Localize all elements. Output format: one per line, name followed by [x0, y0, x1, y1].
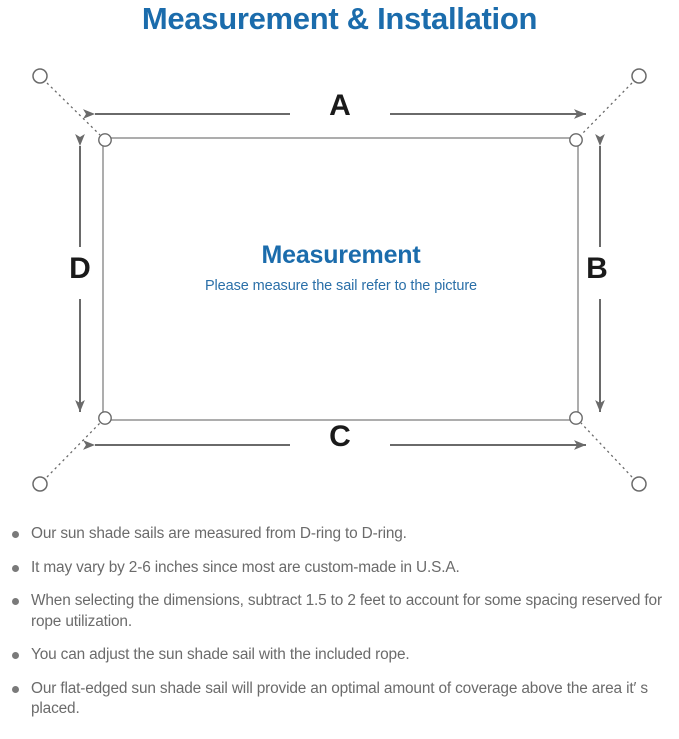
rope-top-right [580, 82, 633, 136]
d-rings [98, 133, 583, 425]
list-item: It may vary by 2-6 inches since most are… [0, 558, 679, 579]
dimension-label-b: B [586, 252, 608, 285]
d-ring-top-left-icon [98, 133, 112, 147]
list-item: Our sun shade sails are measured from D-… [0, 524, 679, 545]
rope-lines [46, 82, 633, 478]
rope-bottom-right [580, 422, 633, 478]
sail-center-subtitle: Please measure the sail refer to the pic… [204, 278, 478, 294]
list-item-text: You can adjust the sun shade sail with t… [31, 646, 410, 663]
list-item-text: Our sun shade sails are measured from D-… [31, 525, 407, 542]
bullet-icon [12, 564, 19, 572]
list-item-text: Our flat-edged sun shade sail will provi… [31, 679, 648, 718]
list-item: You can adjust the sun shade sail with t… [0, 645, 679, 666]
list-item: When selecting the dimensions, subtract … [0, 591, 679, 632]
anchor-bottom-right-icon [631, 476, 647, 492]
bullet-icon [12, 685, 19, 693]
rope-bottom-left [46, 422, 101, 478]
dimension-label-a: A [329, 89, 351, 122]
diagram-svg [32, 68, 647, 492]
bullet-icon [12, 598, 19, 605]
sail-rectangle [102, 137, 579, 421]
list-item: Our flat-edged sun shade sail will provi… [0, 679, 679, 720]
dimension-label-c: C [329, 420, 351, 453]
anchor-points [32, 68, 647, 492]
d-ring-bottom-right-icon [569, 411, 583, 425]
bullet-icon [12, 652, 19, 659]
dimension-label-d: D [69, 252, 91, 285]
d-ring-bottom-left-icon [98, 411, 112, 425]
bullet-icon [12, 531, 19, 538]
list-item-text: It may vary by 2-6 inches since most are… [31, 558, 460, 576]
anchor-top-right-icon [631, 68, 647, 84]
notes-list: Our sun shade sails are measured from D-… [0, 524, 679, 733]
anchor-top-left-icon [32, 68, 48, 84]
rope-top-left [46, 82, 101, 136]
anchor-bottom-left-icon [32, 476, 48, 492]
sail-center-text: Measurement Please measure the sail refe… [103, 239, 579, 297]
sail-measurement-diagram: A C D B Measurement Please measure the s… [0, 44, 679, 519]
page-title: Measurement & Installation [141, 1, 538, 36]
d-ring-top-right-icon [569, 133, 583, 147]
list-item-text: When selecting the dimensions, subtract … [31, 592, 662, 630]
sail-center-title: Measurement [261, 241, 421, 269]
